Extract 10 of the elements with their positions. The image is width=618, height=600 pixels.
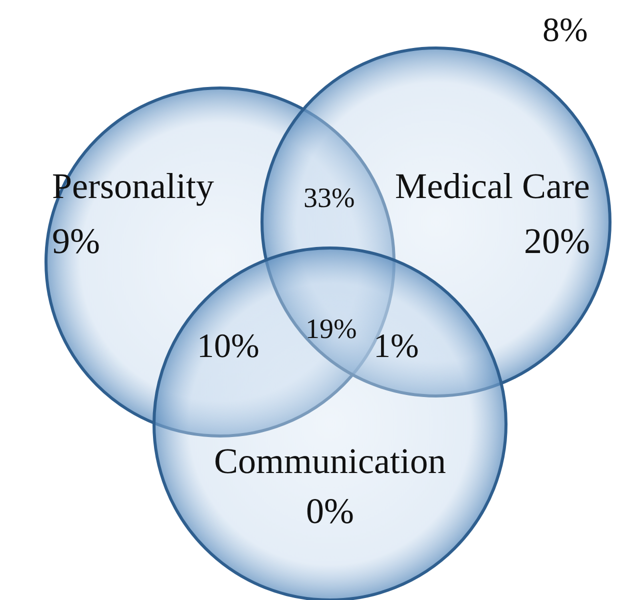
percentage-label: 19% [306, 316, 357, 344]
percentage-label: 20% [524, 223, 590, 259]
set-label: Medical Care [395, 168, 590, 204]
percentage-label: 8% [542, 14, 588, 48]
percentage-label: 0% [306, 493, 354, 529]
set-label: Communication [214, 443, 446, 479]
percentage-label: 9% [52, 223, 100, 259]
percentage-label: 33% [304, 185, 355, 213]
percentage-label: 10% [197, 330, 260, 364]
percentage-label: 1% [374, 330, 419, 364]
